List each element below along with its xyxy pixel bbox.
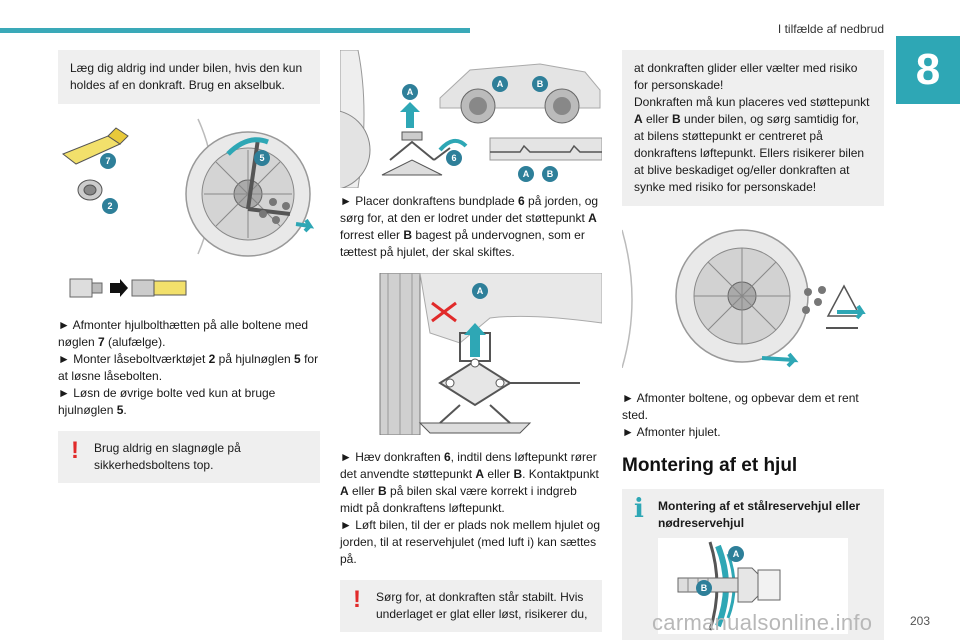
figure-tool-assembly [58, 273, 320, 303]
jack-placement-illustration: A A B 6 A B [340, 50, 602, 188]
section-title: I tilfælde af nedbrud [777, 22, 884, 36]
jack-drawing [826, 284, 862, 329]
badge-5 [254, 150, 270, 166]
figure-spare-wheel-bolt: A B [658, 538, 848, 634]
watermark: carmanualsonline.info [652, 610, 873, 635]
bolt-removal-steps: ► Afmonter hjulbolthætten på alle bolten… [58, 317, 320, 419]
info-icon: i [634, 494, 644, 524]
svg-text:5: 5 [259, 153, 264, 163]
column-left: Læg dig aldrig ind under bilen, hvis den… [58, 50, 320, 483]
jack-placement-step: ► Placer donkraftens bundplade 6 på jord… [340, 193, 602, 261]
jack-warning-continued: at donkraften glider eller vælter med ri… [622, 50, 884, 206]
badge-a [728, 546, 744, 562]
car-sill-drawing [419, 273, 602, 344]
step-item: ► Afmonter hjulbolthætten på alle bolten… [58, 318, 309, 349]
svg-text:A: A [477, 286, 484, 296]
lock-bolt-tool-drawing [77, 179, 103, 201]
intro-warning-box: Læg dig aldrig ind under bilen, hvis den… [58, 50, 320, 104]
wrong-position-icon [431, 301, 457, 323]
figure-wheel-removal [622, 220, 884, 368]
loose-bolts [259, 198, 315, 233]
jack-drawing [418, 323, 580, 434]
jack-drawing [381, 102, 468, 176]
key-tool-drawing [61, 127, 129, 165]
impact-wrench-warning: ! Brug aldrig en slagnøgle på sikkerheds… [58, 431, 320, 483]
column-middle: A A B 6 A B ► Placer donkraftens bundpla… [340, 50, 602, 632]
svg-text:6: 6 [451, 153, 456, 163]
badge-b [542, 166, 558, 182]
svg-text:A: A [407, 87, 414, 97]
tyre-drawing [379, 273, 421, 435]
section-heading: Montering af et hjul [622, 455, 798, 476]
step-item: ► Hæv donkraften 6, indtil dens løftepun… [340, 450, 599, 515]
info-title: Montering af et stålreservehjul eller nø… [658, 499, 861, 530]
step-item: ► Placer donkraftens bundplade 6 på jord… [340, 194, 599, 259]
svg-text:2: 2 [107, 201, 112, 211]
figure-jack-placement: A A B 6 A B [340, 50, 602, 188]
svg-text:B: B [537, 79, 544, 89]
spare-wheel-info-box: i Montering af et stålreservehjul eller … [622, 489, 884, 640]
step-item: ► Løft bilen, til der er plads nok melle… [340, 518, 601, 566]
step-item: ► Afmonter hjulet. [622, 425, 721, 439]
warning-icon: ! [71, 437, 79, 464]
loose-bolts [802, 286, 826, 314]
wheel-drawing [675, 229, 809, 363]
car-silhouette-drawing [439, 63, 601, 124]
jack-lifting-illustration: A [379, 273, 602, 435]
step-item: ► Afmonter boltene, og opbevar dem et re… [622, 391, 859, 422]
wheel-drawing [185, 118, 311, 257]
wheel-removal-steps: ► Afmonter boltene, og opbevar dem et re… [622, 390, 884, 441]
warning-icon: ! [353, 586, 361, 613]
step-item: ► Løsn de øvrige bolte ved kun at bruge … [58, 386, 276, 417]
jack-stability-warning: ! Sørg for, at donkraften står stabilt. … [340, 580, 602, 632]
bolt-removal-illustration: 7 2 5 [61, 118, 315, 257]
badge-a [472, 283, 488, 299]
svg-text:A: A [733, 549, 740, 559]
svg-text:A: A [523, 169, 530, 179]
svg-text:7: 7 [105, 156, 110, 166]
wheel-wrench-drawing [226, 137, 291, 216]
chapter-tab: 8 [896, 36, 960, 104]
badge-b [696, 580, 712, 596]
badge-a [518, 166, 534, 182]
page-number: 203 [909, 614, 930, 628]
spare-wheel-bolt-illustration: A B [677, 541, 781, 631]
figure-bolt-removal: 7 2 5 [58, 114, 320, 259]
badge-7 [100, 153, 116, 169]
badge-a [492, 76, 508, 92]
svg-text:B: B [547, 169, 554, 179]
wheel-removal-illustration [622, 229, 866, 368]
support-points-drawing [489, 137, 602, 161]
column-right: at donkraften glider eller vælter med ri… [622, 50, 884, 640]
badge-6 [446, 150, 462, 166]
svg-text:B: B [701, 583, 708, 593]
badge-2 [102, 198, 118, 214]
bolt-drawing [677, 567, 781, 603]
svg-text:A: A [497, 79, 504, 89]
jack-lifting-steps: ► Hæv donkraften 6, indtil dens løftepun… [340, 449, 602, 568]
badge-b [532, 76, 548, 92]
tool-assembly-illustration [69, 278, 187, 298]
badge-a [402, 84, 418, 100]
header-accent-bar [0, 28, 470, 33]
wheel-edge-drawing [340, 50, 371, 188]
figure-jack-lifting: A [340, 273, 602, 435]
step-item: ► Monter låseboltværktøjet 2 på hjulnøgl… [58, 352, 319, 383]
